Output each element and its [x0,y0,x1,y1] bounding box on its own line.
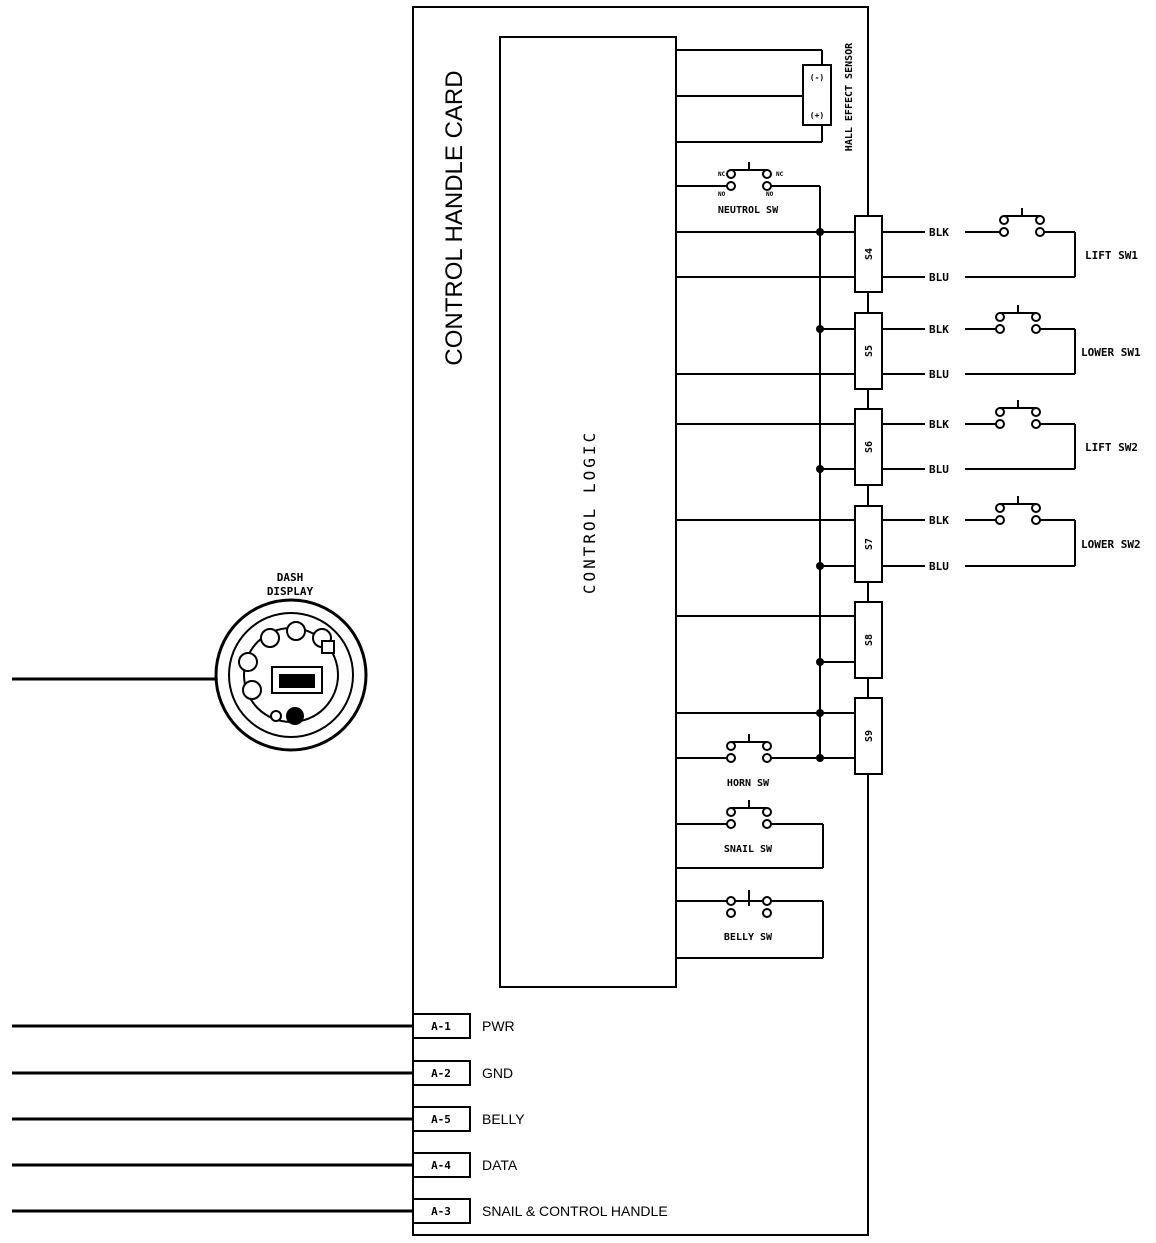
s-connector-label: S5 [864,345,875,357]
dash-display-label-1: DASH [277,571,304,584]
lcd-digits [279,674,315,688]
hall-plus-label: (+) [810,111,824,120]
s-connector-label: S9 [864,730,875,742]
hall-effect-sensor: (-) (+) HALL EFFECT SENSOR [676,42,855,151]
hall-sensor-label: HALL EFFECT SENSOR [844,42,855,151]
junction-dot [816,325,824,333]
a-connector-a3: A-3 SNAIL & CONTROL HANDLE [12,1198,668,1224]
hall-minus-label: (-) [810,73,824,82]
a-connector-label: GND [482,1065,513,1081]
external-switch-lower-sw1: BLK BLU LOWER SW1 [882,305,1141,381]
wire-color-label: BLK [929,418,949,431]
a-connector-pin: A-1 [431,1020,451,1033]
hall-sensor-body [802,64,832,126]
lower-sw1-label: LOWER SW1 [1081,346,1141,359]
dash-display-label-2: DISPLAY [267,585,314,598]
external-switch-lift-sw2: BLK BLU LIFT SW2 [882,400,1138,476]
a-connector-a5: A-5 BELLY [12,1106,525,1132]
a-connector-pin: A-5 [431,1113,451,1126]
belly-switch: BELLY SW [676,890,824,959]
indicator-icon [238,652,258,672]
s-connector-s4: S4 [854,215,883,293]
external-switch-lift-sw1: BLK BLU LIFT SW1 [882,208,1138,284]
control-logic-block [499,36,677,988]
horn-switch: HORN SW [676,734,820,789]
lift-sw1-label: LIFT SW1 [1085,249,1138,262]
belly-switch-label: BELLY SW [724,932,773,943]
led-icon [270,710,282,722]
s-connector-label: S4 [864,248,875,260]
logic-bus [676,228,855,762]
a-connector-label: PWR [482,1018,515,1034]
no-terminal-label: NO [718,191,726,198]
junction-dot [816,658,824,666]
indicator-icon [286,621,306,641]
wire-color-label: BLU [929,463,949,476]
junction-dot [816,562,824,570]
external-switch-lower-sw2: BLK BLU LOWER SW2 [882,496,1141,573]
a-connector-pin: A-4 [431,1159,451,1172]
wire-color-label: BLK [929,323,949,336]
s-connector-s7: S7 [854,505,883,583]
a-connector-label: BELLY [482,1111,525,1127]
a-connector-pin: A-3 [431,1205,451,1218]
indicator-icon [242,680,262,700]
snail-switch: SNAIL SW [676,800,824,869]
s-connector-s6: S6 [854,408,883,486]
wire-color-label: BLU [929,560,949,573]
card-title: CONTROL HANDLE CARD [441,70,468,365]
lift-sw2-label: LIFT SW2 [1085,441,1138,454]
dash-display: DASH DISPLAY [12,571,368,752]
knob-icon [286,707,304,725]
a-connector-a1: A-1 PWR [12,1013,515,1039]
junction-dot [816,709,824,717]
s-connector-s5: S5 [854,312,883,390]
nc-terminal-label: NC [776,171,784,178]
lower-sw2-label: LOWER SW2 [1081,538,1141,551]
a-connector-a2: A-2 GND [12,1060,513,1086]
s-connector-s8: S8 [854,601,883,679]
a-connector-pin: A-2 [431,1067,451,1080]
a-connector-a4: A-4 DATA [12,1152,518,1178]
junction-dot [816,228,824,236]
indicator-square-icon [321,640,335,654]
wire-color-label: BLU [929,368,949,381]
s-connector-s9: S9 [854,697,883,775]
no-terminal-label: NO [766,191,774,198]
s-connector-label: S7 [864,538,875,550]
wire-color-label: BLK [929,226,949,239]
neutrol-switch-label: NEUTROL SW [718,205,779,216]
s-connector-label: S6 [864,441,875,453]
wire-color-label: BLK [929,514,949,527]
junction-dot [816,465,824,473]
a-connector-label: DATA [482,1157,518,1173]
indicator-icon [260,628,280,648]
a-connector-label: SNAIL & CONTROL HANDLE [482,1203,668,1219]
nc-terminal-label: NC [718,171,726,178]
horn-switch-label: HORN SW [727,778,770,789]
s-connector-label: S8 [864,634,875,646]
control-logic-label: CONTROL LOGIC [580,430,599,594]
snail-switch-label: SNAIL SW [724,844,773,855]
wire-color-label: BLU [929,271,949,284]
